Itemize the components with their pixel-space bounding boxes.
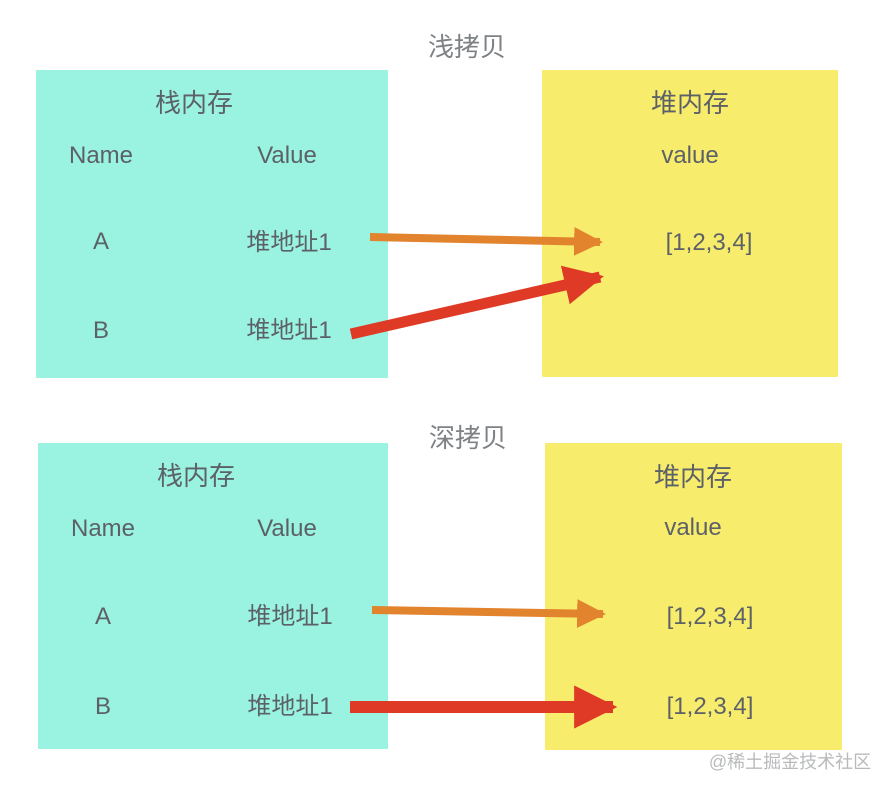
shallow-copy-title: 浅拷贝 bbox=[427, 32, 507, 62]
deep-heap-cell-array-2: [1,2,3,4] bbox=[666, 693, 754, 720]
watermark: @稀土掘金技术社区 bbox=[708, 752, 872, 772]
deep-stack-col-name: Name bbox=[70, 515, 136, 542]
deep-row-b-value: 堆地址1 bbox=[247, 693, 333, 720]
deep-copy-title: 深拷贝 bbox=[428, 423, 508, 453]
deep-stack-memory-box bbox=[38, 443, 388, 749]
shallow-heap-cell-array: [1,2,3,4] bbox=[665, 229, 753, 256]
shallow-heap-heading: 堆内存 bbox=[650, 88, 730, 118]
deep-row-a-name: A bbox=[94, 603, 112, 630]
shallow-stack-heading: 栈内存 bbox=[154, 88, 234, 118]
deep-stack-heading: 栈内存 bbox=[156, 461, 236, 491]
deep-heap-col-value: value bbox=[664, 514, 722, 541]
shallow-stack-memory-box bbox=[36, 70, 388, 378]
deep-row-a-value: 堆地址1 bbox=[247, 603, 333, 630]
shallow-stack-col-value: Value bbox=[257, 142, 317, 169]
shallow-stack-col-name: Name bbox=[68, 142, 134, 169]
shallow-heap-col-value: value bbox=[661, 142, 719, 169]
deep-heap-cell-array-1: [1,2,3,4] bbox=[666, 603, 754, 630]
deep-stack-col-value: Value bbox=[257, 515, 317, 542]
shallow-row-b-value: 堆地址1 bbox=[246, 317, 332, 344]
deep-row-b-name: B bbox=[94, 693, 112, 720]
shallow-row-a-value: 堆地址1 bbox=[246, 229, 332, 256]
shallow-row-a-name: A bbox=[92, 228, 110, 255]
shallow-row-b-name: B bbox=[92, 317, 110, 344]
deep-heap-heading: 堆内存 bbox=[653, 462, 733, 492]
